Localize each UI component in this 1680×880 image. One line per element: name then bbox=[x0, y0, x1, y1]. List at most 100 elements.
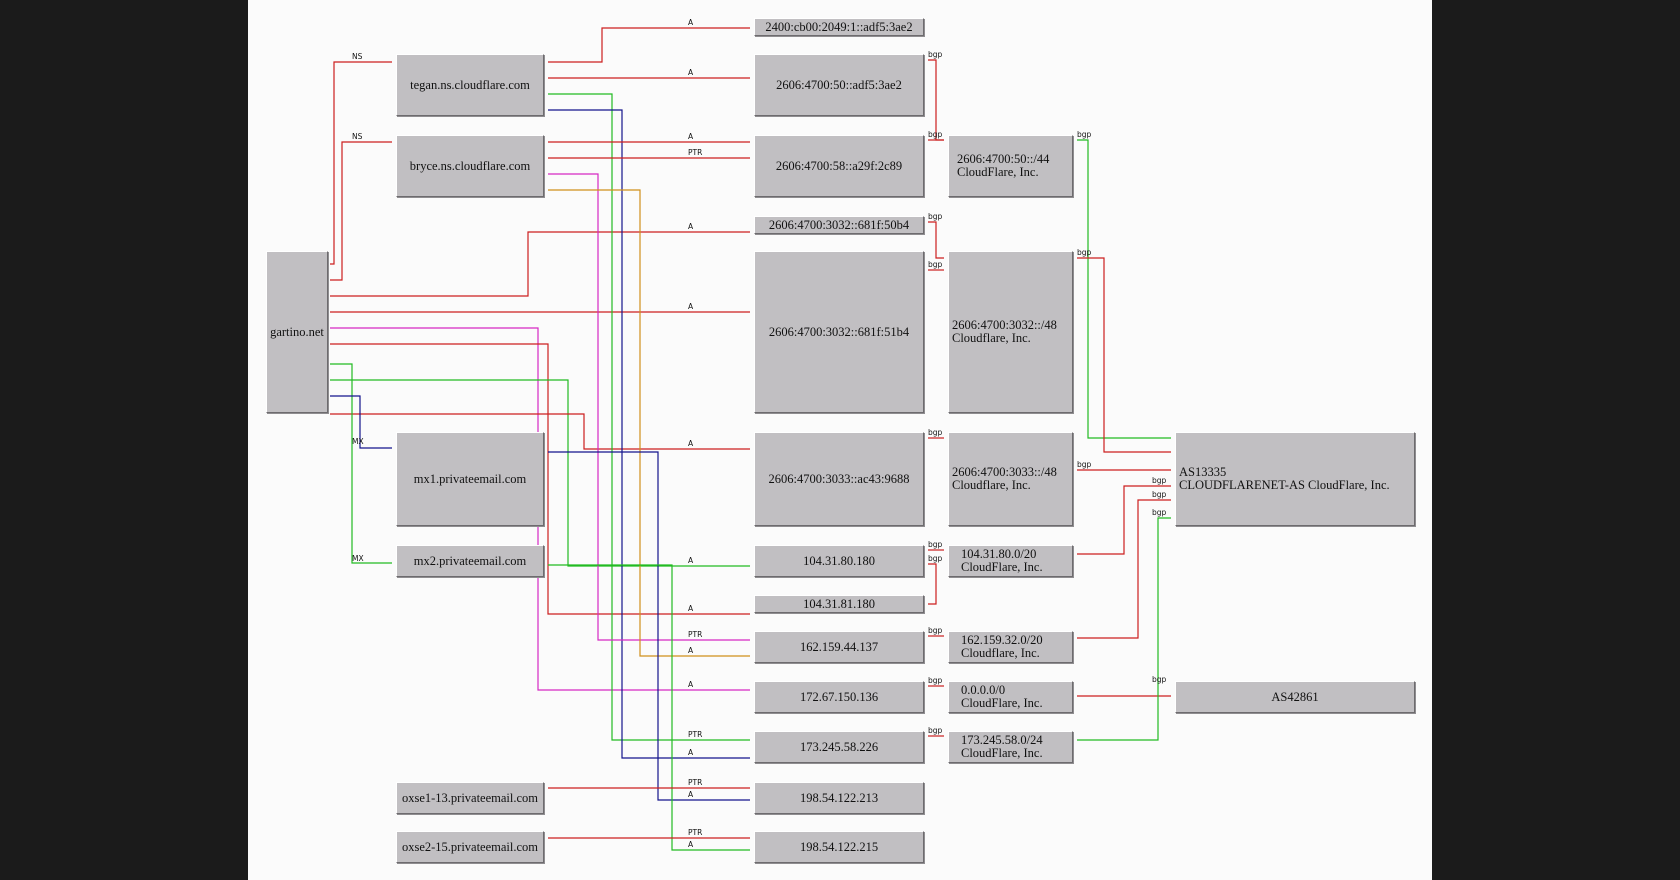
edge-a-6 bbox=[330, 379, 750, 567]
node-tegan[interactable]: tegan.ns.cloudflare.com bbox=[396, 54, 544, 116]
edge-a-19 bbox=[548, 564, 750, 851]
edge-ns-0 bbox=[330, 61, 392, 265]
node-ip-198-213[interactable]: 198.54.122.213 bbox=[754, 782, 924, 814]
node-ip-173[interactable]: 173.245.58.226 bbox=[754, 731, 924, 763]
graph-canvas: gartino.net tegan.ns.cloudflare.com bryc… bbox=[248, 0, 1432, 880]
edge-a-10 bbox=[548, 27, 750, 63]
edge-a-18 bbox=[548, 451, 750, 801]
edge-mx-9 bbox=[330, 395, 392, 449]
node-ip-172[interactable]: 172.67.150.136 bbox=[754, 681, 924, 713]
edge-label-bgp: bgp bbox=[928, 554, 943, 563]
node-mx1[interactable]: mx1.privateemail.com bbox=[396, 432, 544, 526]
edge-label-a: A bbox=[688, 439, 694, 448]
edge-label-a: A bbox=[688, 748, 694, 757]
edge-label-bgp: bgp bbox=[928, 212, 943, 221]
edge-bgp-36 bbox=[1077, 499, 1171, 639]
edge-label-a: A bbox=[688, 18, 694, 27]
net-prefix: 2606:4700:3032::/48 bbox=[952, 318, 1057, 332]
edge-a-2 bbox=[330, 231, 750, 297]
node-oxse2[interactable]: oxse2-15.privateemail.com bbox=[396, 831, 544, 863]
edge-label-bgp: bgp bbox=[1152, 508, 1167, 517]
node-ip-104-81[interactable]: 104.31.81.180 bbox=[754, 595, 924, 613]
net-prefix: 0.0.0.0/0 bbox=[961, 683, 1006, 697]
edge-label-bgp: bgp bbox=[928, 130, 943, 139]
edge-label-a: A bbox=[688, 790, 694, 799]
edge-label-bgp: bgp bbox=[1152, 675, 1167, 684]
node-ip-198-215[interactable]: 198.54.122.215 bbox=[754, 831, 924, 863]
edge-label-bgp: bgp bbox=[1077, 130, 1092, 139]
node-ip-2606-50[interactable]: 2606:4700:50::adf5:3ae2 bbox=[754, 54, 924, 116]
edge-label-bgp: bgp bbox=[1077, 460, 1092, 469]
edge-ptr-16 bbox=[548, 173, 750, 641]
edge-bgp-38 bbox=[1077, 517, 1171, 741]
node-as42861[interactable]: AS42861 bbox=[1175, 681, 1415, 713]
edge-label-ptr: PTR bbox=[688, 630, 703, 639]
edge-a-13 bbox=[548, 109, 750, 759]
edge-label-bgp: bgp bbox=[1152, 490, 1167, 499]
edge-label-ptr: PTR bbox=[688, 828, 703, 837]
edge-label-a: A bbox=[688, 680, 694, 689]
edge-label-a: A bbox=[688, 302, 694, 311]
node-ip-3033[interactable]: 2606:4700:3033::ac43:9688 bbox=[754, 432, 924, 526]
edge-label-a: A bbox=[688, 556, 694, 565]
edge-label-a: A bbox=[688, 604, 694, 613]
as-name: CLOUDFLARENET-AS CloudFlare, Inc. bbox=[1179, 478, 1390, 492]
edge-label-bgp: bgp bbox=[928, 676, 943, 685]
edge-bgp-24 bbox=[928, 221, 944, 259]
node-gartino[interactable]: gartino.net bbox=[266, 251, 328, 413]
net-owner: Cloudflare, Inc. bbox=[952, 331, 1031, 345]
edge-label-mx: MX bbox=[352, 554, 364, 563]
node-mx2[interactable]: mx2.privateemail.com bbox=[396, 545, 544, 577]
edge-bgp-28 bbox=[928, 563, 937, 605]
net-prefix: 2606:4700:50::/44 bbox=[957, 152, 1050, 166]
net-prefix: 104.31.80.0/20 bbox=[961, 547, 1037, 561]
node-oxse1[interactable]: oxse1-13.privateemail.com bbox=[396, 782, 544, 814]
edge-mx-8 bbox=[330, 363, 392, 564]
edge-label-ns: NS bbox=[352, 132, 363, 141]
edge-a-17 bbox=[548, 189, 750, 657]
edge-label-ptr: PTR bbox=[688, 778, 703, 787]
net-owner: Cloudflare, Inc. bbox=[961, 646, 1040, 660]
node-ip-2400[interactable]: 2400:cb00:2049:1::adf5:3ae2 bbox=[754, 18, 924, 36]
net-prefix: 2606:4700:3033::/48 bbox=[952, 465, 1057, 479]
edge-label-bgp: bgp bbox=[1077, 248, 1092, 257]
edge-bgp-22 bbox=[928, 59, 944, 141]
net-owner: Cloudflare, Inc. bbox=[952, 478, 1031, 492]
edge-label-a: A bbox=[688, 646, 694, 655]
edge-label-bgp: bgp bbox=[928, 50, 943, 59]
edge-bgp-32 bbox=[1077, 139, 1171, 439]
edge-ptr-12 bbox=[548, 93, 750, 741]
edge-label-bgp: bgp bbox=[928, 726, 943, 735]
net-prefix: 162.159.32.0/20 bbox=[961, 633, 1043, 647]
net-owner: CloudFlare, Inc. bbox=[957, 165, 1039, 179]
node-bryce[interactable]: bryce.ns.cloudflare.com bbox=[396, 135, 544, 197]
edge-layer bbox=[330, 27, 1171, 851]
edge-label-a: A bbox=[688, 68, 694, 77]
net-owner: CloudFlare, Inc. bbox=[961, 560, 1043, 574]
edge-label-bgp: bgp bbox=[928, 428, 943, 437]
net-prefix: 173.245.58.0/24 bbox=[961, 733, 1043, 747]
node-ip-3032-51b4[interactable]: 2606:4700:3032::681f:51b4 bbox=[754, 251, 924, 413]
node-ip-2606-58[interactable]: 2606:4700:58::a29f:2c89 bbox=[754, 135, 924, 197]
edge-label-mx: MX bbox=[352, 437, 364, 446]
node-ip-104-80[interactable]: 104.31.80.180 bbox=[754, 545, 924, 577]
edge-label-ptr: PTR bbox=[688, 148, 703, 157]
edge-label-bgp: bgp bbox=[1152, 476, 1167, 485]
edge-label-a: A bbox=[688, 222, 694, 231]
node-ip-3032-50b4[interactable]: 2606:4700:3032::681f:50b4 bbox=[754, 216, 924, 234]
edge-bgp-35 bbox=[1077, 485, 1171, 555]
edge-label-bgp: bgp bbox=[928, 260, 943, 269]
edge-label-a: A bbox=[688, 840, 694, 849]
node-ip-162[interactable]: 162.159.44.137 bbox=[754, 631, 924, 663]
edge-label-bgp: bgp bbox=[928, 626, 943, 635]
edge-a-5 bbox=[330, 343, 750, 615]
edge-label-ptr: PTR bbox=[688, 730, 703, 739]
